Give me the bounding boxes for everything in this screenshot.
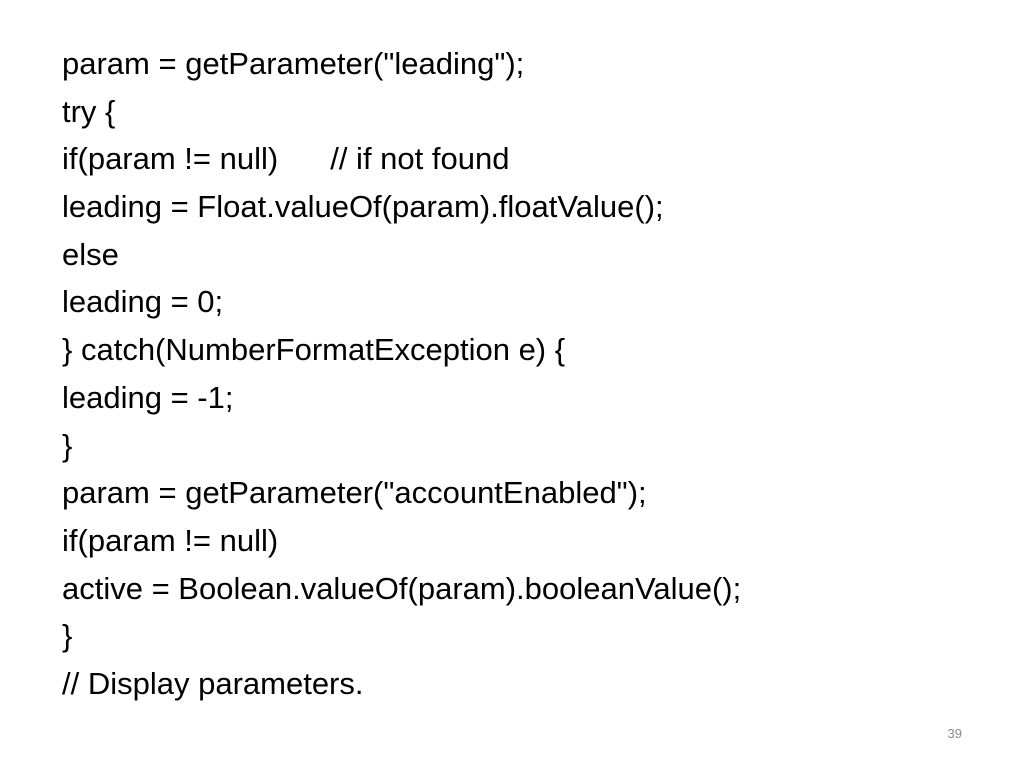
code-line: leading = -1; [62, 374, 962, 422]
code-text: try { [62, 93, 116, 129]
code-block: param = getParameter("leading"); try { i… [62, 40, 962, 708]
code-line: leading = 0; [62, 278, 962, 326]
code-text: if(param != null) [62, 522, 279, 558]
code-line: if(param != null) [62, 517, 962, 565]
code-text: param = getParameter("leading"); [62, 46, 525, 81]
code-text: leading = -1; [62, 379, 234, 415]
code-text: active = Boolean.valueOf(param).booleanV… [62, 570, 742, 606]
code-text: } [62, 618, 73, 654]
code-line: // Display parameters. [62, 660, 962, 708]
code-line: try { [62, 88, 962, 136]
inline-comment: // if not found [330, 141, 510, 177]
code-line: active = Boolean.valueOf(param).booleanV… [62, 565, 962, 613]
code-text: leading = Float.valueOf(param).floatValu… [62, 189, 664, 225]
code-line: param = getParameter("accountEnabled"); [62, 469, 962, 517]
code-text: } [62, 427, 73, 463]
code-line: leading = Float.valueOf(param).floatValu… [62, 183, 962, 231]
code-text: else [62, 236, 119, 272]
code-line: else [62, 231, 962, 279]
code-text: } catch(NumberFormatException e) { [62, 332, 566, 368]
code-text: // Display parameters. [62, 665, 364, 701]
code-line: } [62, 612, 962, 660]
code-line: } catch(NumberFormatException e) { [62, 326, 962, 374]
code-line: } [62, 422, 962, 470]
slide-number: 39 [947, 726, 962, 741]
code-line: if(param != null) // if not found [62, 135, 962, 183]
code-line: param = getParameter("leading"); [62, 40, 962, 88]
code-text: param = getParameter("accountEnabled"); [62, 475, 647, 511]
code-text: leading = 0; [62, 284, 224, 320]
code-text: if(param != null) [62, 141, 279, 177]
